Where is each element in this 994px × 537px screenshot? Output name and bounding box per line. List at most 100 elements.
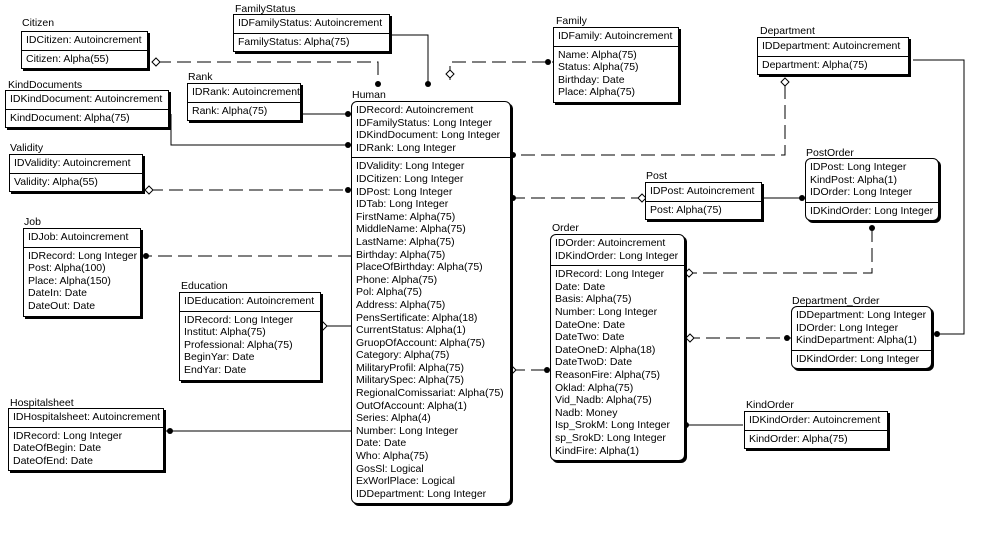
entity-title-education: Education [181, 280, 228, 292]
entity-attr: LastName: Alpha(75) [356, 235, 455, 248]
entity-attr: DateOut: Date [28, 299, 96, 312]
link-human-family [449, 61, 553, 80]
entity-education[interactable]: IDEducation: Autoincrement IDRecord: Lon… [179, 292, 321, 381]
entity-title-family: Family [556, 15, 587, 27]
entity-title-citizen: Citizen [22, 17, 55, 29]
entity-attr: IDRank: Autoincrement [192, 86, 300, 98]
entity-attr: IDDepartment: Long Integer [796, 309, 927, 321]
entity-attr: Name: Alpha(75) [558, 48, 637, 61]
entity-attr: IDPost: Long Integer [356, 185, 453, 198]
entity-title-department-order: Department_Order [792, 295, 880, 307]
entity-attr: Pol: Alpha(75) [356, 286, 422, 299]
entity-attr: Post: Alpha(75) [650, 203, 722, 216]
link-citizen-human [157, 61, 379, 82]
entity-attr: DateOfEnd: Date [13, 454, 93, 467]
entity-attr: KindPost: Alpha(1) [810, 173, 897, 186]
entity-attr: Institut: Alpha(75) [184, 326, 266, 339]
entity-human[interactable]: IDRecord: Autoincrement IDFamilyStatus: … [351, 101, 511, 505]
entity-attr: IDKindDocument: Autoincrement [10, 93, 163, 105]
entity-attr: GosSl: Logical [356, 462, 424, 475]
entity-family[interactable]: IDFamily: Autoincrement Name: Alpha(75) … [553, 27, 679, 103]
entity-attr: DateIn: Date [28, 287, 87, 300]
entity-order[interactable]: IDOrder: Autoincrement IDKindOrder: Long… [550, 234, 685, 462]
link-department-human [511, 85, 786, 156]
entity-attr: MiddleName: Alpha(75) [356, 223, 466, 236]
entity-attr: IDFamilyStatus: Long Integer [356, 116, 492, 129]
entity-citizen[interactable]: IDCitizen: Autoincrement Citizen: Alpha(… [21, 31, 148, 70]
entity-job[interactable]: IDJob: Autoincrement IDRecord: Long Inte… [23, 228, 141, 317]
entity-attr: IDOrder: Long Integer [810, 186, 913, 199]
entity-hospitalsheet[interactable]: IDHospitalsheet: Autoincrement IDRecord:… [8, 408, 164, 472]
entity-validity[interactable]: IDValidity: Autoincrement Validity: Alph… [9, 154, 143, 193]
entity-title-kinddocuments: KindDocuments [8, 79, 83, 91]
entity-attr: DateTwo: Date [555, 331, 625, 344]
entity-attr: IDKindOrder: Autoincrement [749, 414, 881, 426]
entity-attr: Category: Alpha(75) [356, 349, 450, 362]
entity-attr: Who: Alpha(75) [356, 450, 429, 463]
entity-attr: RegionalComissariat: Alpha(75) [356, 387, 504, 400]
entity-attr: DateOneD: Alpha(18) [555, 343, 656, 356]
entity-attr: IDPost: Autoincrement [650, 185, 755, 197]
entity-attr: Birthday: Date [558, 73, 625, 86]
entity-attr: IDTab: Long Integer [356, 198, 449, 211]
entity-attr: Place: Alpha(75) [558, 86, 636, 99]
entity-attr: Nadb: Money [555, 406, 618, 419]
entity-attr: Validity: Alpha(55) [14, 175, 98, 188]
entity-title-human: Human [352, 89, 386, 101]
entity-attr: IDKindOrder: Long Integer [810, 204, 934, 217]
entity-attr: ReasonFire: Alpha(75) [555, 368, 661, 381]
entity-attr: IDKindDocument: Long Integer [356, 129, 501, 142]
entity-attr: Address: Alpha(75) [356, 298, 446, 311]
entity-title-familystatus: FamilyStatus [235, 3, 296, 15]
entity-title-order: Order [552, 222, 579, 234]
entity-postorder[interactable]: IDPost: Long Integer KindPost: Alpha(1) … [805, 158, 939, 222]
entity-attr: PlaceOfBirthday: Alpha(75) [356, 261, 483, 274]
entity-post[interactable]: IDPost: Autoincrement Post: Alpha(75) [645, 182, 762, 221]
entity-attr: IDRecord: Long Integer [555, 268, 665, 281]
entity-attr: IDRank: Long Integer [356, 141, 456, 154]
entity-attr: IDValidity: Autoincrement [14, 157, 131, 169]
link-department-deptorder [913, 59, 965, 335]
entity-attr: PensSertificate: Alpha(18) [356, 311, 478, 324]
entity-attr: Number: Long Integer [555, 305, 658, 318]
entity-attr: IDValidity: Long Integer [356, 160, 465, 173]
entity-attr: Citizen: Alpha(55) [26, 52, 109, 65]
entity-attr: Oklad: Alpha(75) [555, 381, 634, 394]
entity-attr: KindFire: Alpha(1) [555, 444, 640, 457]
entity-title-validity: Validity [10, 142, 44, 154]
entity-attr: MilitaryProfil: Alpha(75) [356, 361, 464, 374]
entity-attr: Basis: Alpha(75) [555, 293, 632, 306]
entity-rank[interactable]: IDRank: Autoincrement Rank: Alpha(75) [187, 83, 301, 122]
entity-attr: BeginYar: Date [184, 351, 255, 364]
entity-attr: IDEducation: Autoincrement [184, 295, 315, 307]
entity-attr: KindDocument: Alpha(75) [10, 111, 130, 124]
entity-attr: IDKindOrder: Long Integer [555, 249, 679, 262]
entity-attr: DateOne: Date [555, 318, 626, 331]
entity-attr: FamilyStatus: Alpha(75) [238, 35, 350, 48]
entity-attr: IDJob: Autoincrement [28, 231, 129, 243]
entity-attr: IDRecord: Long Integer [28, 249, 138, 262]
entity-familystatus[interactable]: IDFamilyStatus: Autoincrement FamilyStat… [233, 14, 390, 53]
entity-title-post: Post [646, 170, 668, 182]
entity-attr: Number: Long Integer [356, 424, 459, 437]
entity-attr: sp_SrokD: Long Integer [555, 431, 666, 444]
entity-attr: IDCitizen: Long Integer [356, 172, 464, 185]
entity-department[interactable]: IDDepartment: Autoincrement Department: … [757, 37, 909, 76]
entity-attr: Vid_Nadb: Alpha(75) [555, 394, 652, 407]
entity-attr: Birthday: Alpha(75) [356, 248, 446, 261]
entity-department-order[interactable]: IDDepartment: Long Integer IDOrder: Long… [791, 306, 932, 370]
entity-attr: IDKindOrder: Long Integer [796, 352, 920, 365]
entity-attr: IDOrder: Autoincrement [555, 237, 666, 249]
entity-kinddocuments[interactable]: IDKindDocument: Autoincrement KindDocume… [5, 90, 169, 129]
entity-attr: IDDepartment: Long Integer [356, 487, 487, 500]
entity-attr: IDOrder: Long Integer [796, 321, 899, 334]
entity-attr: Place: Alpha(150) [28, 274, 111, 287]
entity-attr: Post: Alpha(100) [28, 262, 106, 275]
entity-kindorder[interactable]: IDKindOrder: Autoincrement KindOrder: Al… [744, 411, 888, 450]
entity-attr: IDFamily: Autoincrement [558, 30, 673, 42]
link-kinddocuments-human [170, 114, 352, 146]
entity-attr: IDCitizen: Autoincrement [26, 34, 142, 46]
entity-title-job: Job [24, 216, 41, 228]
entity-attr: Date: Date [356, 437, 407, 450]
entity-attr: FirstName: Alpha(75) [356, 210, 456, 223]
